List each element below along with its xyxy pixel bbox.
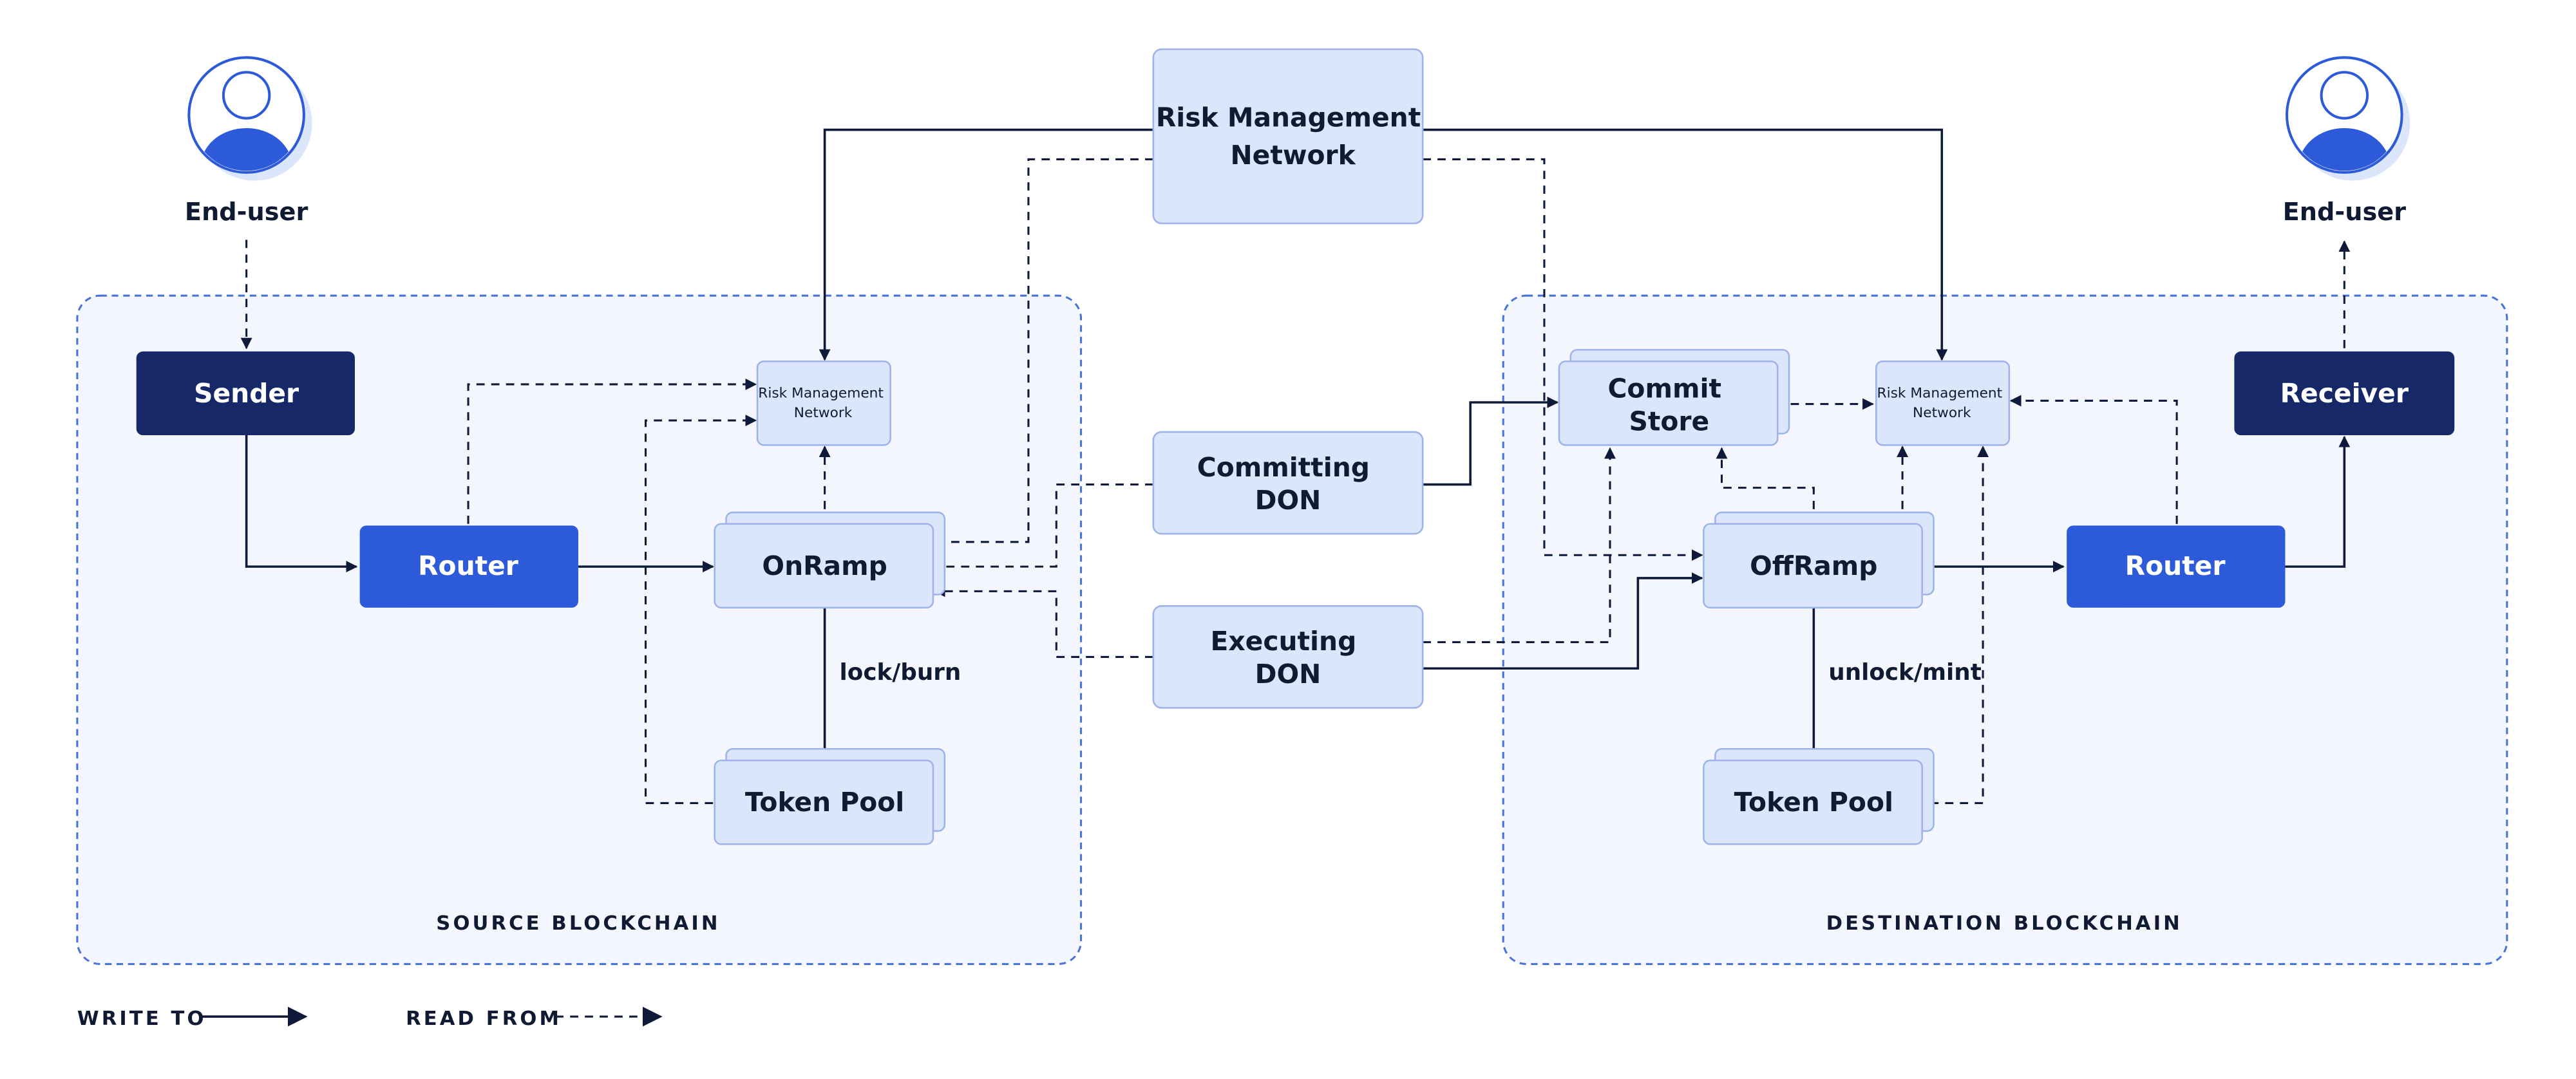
end-user-left: End-user xyxy=(185,56,312,227)
read-edges xyxy=(240,158,2351,804)
lock-burn-label: lock/burn xyxy=(840,659,961,686)
onramp-label: OnRamp xyxy=(762,550,887,581)
commit-store-node: Commit Store xyxy=(1558,349,1790,446)
svg-text:Risk Management Network: Risk Management Network xyxy=(1877,385,2007,421)
executing-don-node: Executing DON xyxy=(1152,605,1424,709)
edge-committing-to-commitstore xyxy=(1423,397,1559,486)
sender-label: Sender xyxy=(194,378,299,409)
sender-node: Sender xyxy=(136,351,355,436)
user-icon-body xyxy=(2298,127,2391,171)
router-destination-node: Router xyxy=(2067,525,2286,608)
edge-offramp-read-commitstore xyxy=(1716,447,1815,524)
onramp-node: OnRamp xyxy=(714,511,946,609)
edge-executing-read-onramp xyxy=(933,585,1153,658)
router-source-label: Router xyxy=(418,550,518,581)
legend: WRITE TO READ FROM xyxy=(77,1006,663,1030)
router-destination-label: Router xyxy=(2125,550,2226,581)
edge-router-read-rmn xyxy=(467,379,757,524)
offramp-node: OffRamp xyxy=(1703,511,1935,609)
write-edges xyxy=(245,128,2351,760)
commit-store-label: Commit Store xyxy=(1607,373,1730,436)
user-icon-body xyxy=(200,127,293,171)
source-blockchain-label: SOURCE BLOCKCHAIN xyxy=(436,912,720,935)
legend-write-to: WRITE TO xyxy=(77,1008,207,1030)
router-source-node: Router xyxy=(359,525,578,608)
token-pool-destination-label: Token Pool xyxy=(1734,787,1893,818)
svg-text:Risk Management Network: Risk Management Network xyxy=(758,385,887,421)
user-icon-head xyxy=(2320,71,2369,120)
edge-rmn-read-offramp xyxy=(1423,158,1703,561)
edge-rmn-read-onramp xyxy=(933,158,1153,548)
svg-text:Executing DON: Executing DON xyxy=(1210,626,1365,690)
end-user-right-label: End-user xyxy=(2283,198,2407,227)
offramp-label: OffRamp xyxy=(1750,550,1877,581)
svg-text:Risk Management Network: Risk Management Network xyxy=(1156,102,1430,171)
user-icon-head xyxy=(222,71,271,120)
edge-rmn-to-dst-rmn xyxy=(1423,128,1948,361)
edge-tokenpool-read-rmn-dst xyxy=(1930,446,1989,804)
receiver-node: Receiver xyxy=(2234,351,2455,436)
rmn-source-node: Risk Management Network xyxy=(756,360,891,446)
edge-sender-to-router xyxy=(245,435,358,573)
svg-text:Committing DON: Committing DON xyxy=(1197,452,1379,516)
edge-executing-read-commitstore xyxy=(1423,447,1616,643)
rmn-main-node: Risk Management Network xyxy=(1152,48,1430,225)
edge-router-read-rmn-dst xyxy=(2009,395,2178,524)
unlock-mint-label: unlock/mint xyxy=(1828,659,1981,686)
edge-executing-to-offramp xyxy=(1423,572,1703,670)
receiver-label: Receiver xyxy=(2280,378,2409,409)
edge-committing-read-onramp xyxy=(933,483,1153,573)
end-user-left-label: End-user xyxy=(185,198,308,227)
destination-blockchain-label: DESTINATION BLOCKCHAIN xyxy=(1826,912,2183,935)
token-pool-source-label: Token Pool xyxy=(745,787,904,818)
end-user-right: End-user xyxy=(2283,56,2410,227)
edge-router-to-receiver xyxy=(2285,435,2351,568)
rmn-destination-node: Risk Management Network xyxy=(1875,360,2011,446)
edge-tokenpool-read-rmn xyxy=(645,415,757,804)
legend-read-from: READ FROM xyxy=(406,1008,562,1030)
edge-rmn-to-src-rmn xyxy=(819,128,1153,361)
token-pool-destination-node: Token Pool xyxy=(1703,747,1935,845)
token-pool-source-node: Token Pool xyxy=(714,747,946,845)
committing-don-node: Committing DON xyxy=(1152,431,1424,535)
